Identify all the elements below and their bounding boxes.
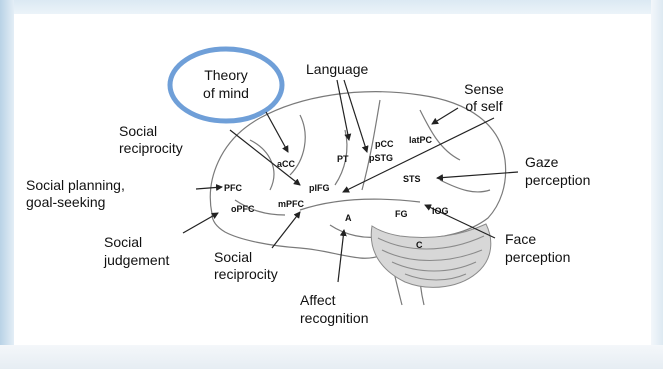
- theory-of-mind-highlight-ellipse: [167, 46, 285, 124]
- label-affect-recognition-line1: Affect: [300, 292, 336, 308]
- label-theory-of-mind-line2: of mind: [203, 85, 249, 101]
- arrows: [182, 79, 519, 283]
- label-social-reciprocity-top-line2: reciprocity: [119, 140, 183, 156]
- label-sense-of-self-line1: Sense: [464, 81, 504, 97]
- gyrus-line-3: [419, 109, 461, 161]
- content-panel: [14, 14, 651, 345]
- arrow-gaze-perception: [436, 171, 519, 182]
- region-fg: FG: [395, 209, 408, 219]
- label-social-reciprocity-bottom-line2: reciprocity: [214, 266, 278, 282]
- label-affect-recognition-line2: recognition: [300, 310, 369, 326]
- label-face-perception-line2: perception: [505, 249, 570, 265]
- slide-frame-top: [0, 0, 663, 16]
- region-opfc: oPFC: [231, 204, 255, 214]
- region-latpc: latPC: [409, 135, 433, 145]
- arrow-language-2: [343, 79, 369, 153]
- arrow-sense-of-self-2: [342, 117, 495, 193]
- label-face-perception-line1: Face: [505, 231, 536, 247]
- gyrus-line-1: [249, 139, 275, 191]
- label-theory-of-mind-line1: Theory: [204, 67, 248, 83]
- region-a: A: [345, 213, 352, 223]
- gyrus-line-4: [439, 179, 491, 193]
- brain-outline: [209, 91, 507, 259]
- label-gaze-perception-line1: Gaze: [525, 154, 559, 170]
- arrow-social-judgement: [182, 212, 219, 234]
- label-social-planning-line2: goal-seeking: [26, 194, 105, 210]
- label-social-judgement-line2: judgement: [103, 252, 169, 268]
- arrow-social-reciprocity-top: [229, 129, 301, 186]
- region-mpfc: mPFC: [278, 199, 305, 209]
- slide-frame-bottom: [0, 345, 663, 369]
- label-social-judgement-line1: Social: [104, 234, 142, 250]
- label-social-reciprocity-bottom-line1: Social: [214, 249, 252, 265]
- label-social-reciprocity-top-line1: Social: [119, 123, 157, 139]
- region-pt: PT: [337, 154, 349, 164]
- arrow-sense-of-self-1: [431, 107, 459, 125]
- arrow-theory-of-mind: [265, 111, 289, 153]
- region-pifg: pIFG: [309, 183, 330, 193]
- region-pstg: pSTG: [369, 153, 393, 163]
- gyrus-line-6: [234, 199, 286, 216]
- region-iog: IOG: [432, 206, 449, 216]
- arrow-social-planning: [195, 183, 223, 191]
- label-language: Language: [306, 61, 369, 77]
- region-acc: aCC: [277, 159, 296, 169]
- arrow-language-1: [336, 79, 352, 141]
- label-gaze-perception-line2: perception: [525, 172, 590, 188]
- label-sense-of-self-line2: of self: [465, 98, 502, 114]
- region-pcc: pCC: [375, 139, 394, 149]
- label-social-planning-line1: Social planning,: [26, 177, 125, 193]
- slide-frame-right: [651, 0, 663, 369]
- region-c: C: [416, 240, 423, 250]
- slide-frame-left: [0, 0, 14, 369]
- sylvian-fissure: [299, 198, 421, 211]
- arrow-affect-recognition: [337, 229, 347, 283]
- cerebellum: [370, 223, 492, 288]
- region-pfc: PFC: [224, 183, 243, 193]
- arrow-face-perception: [424, 204, 496, 239]
- gyrus-line-2: [289, 114, 306, 176]
- arrow-social-reciprocity-bottom: [271, 211, 301, 249]
- cerebellum-illustration: [370, 223, 492, 288]
- region-sts: STS: [403, 174, 421, 184]
- cerebellum-folia: [377, 235, 485, 281]
